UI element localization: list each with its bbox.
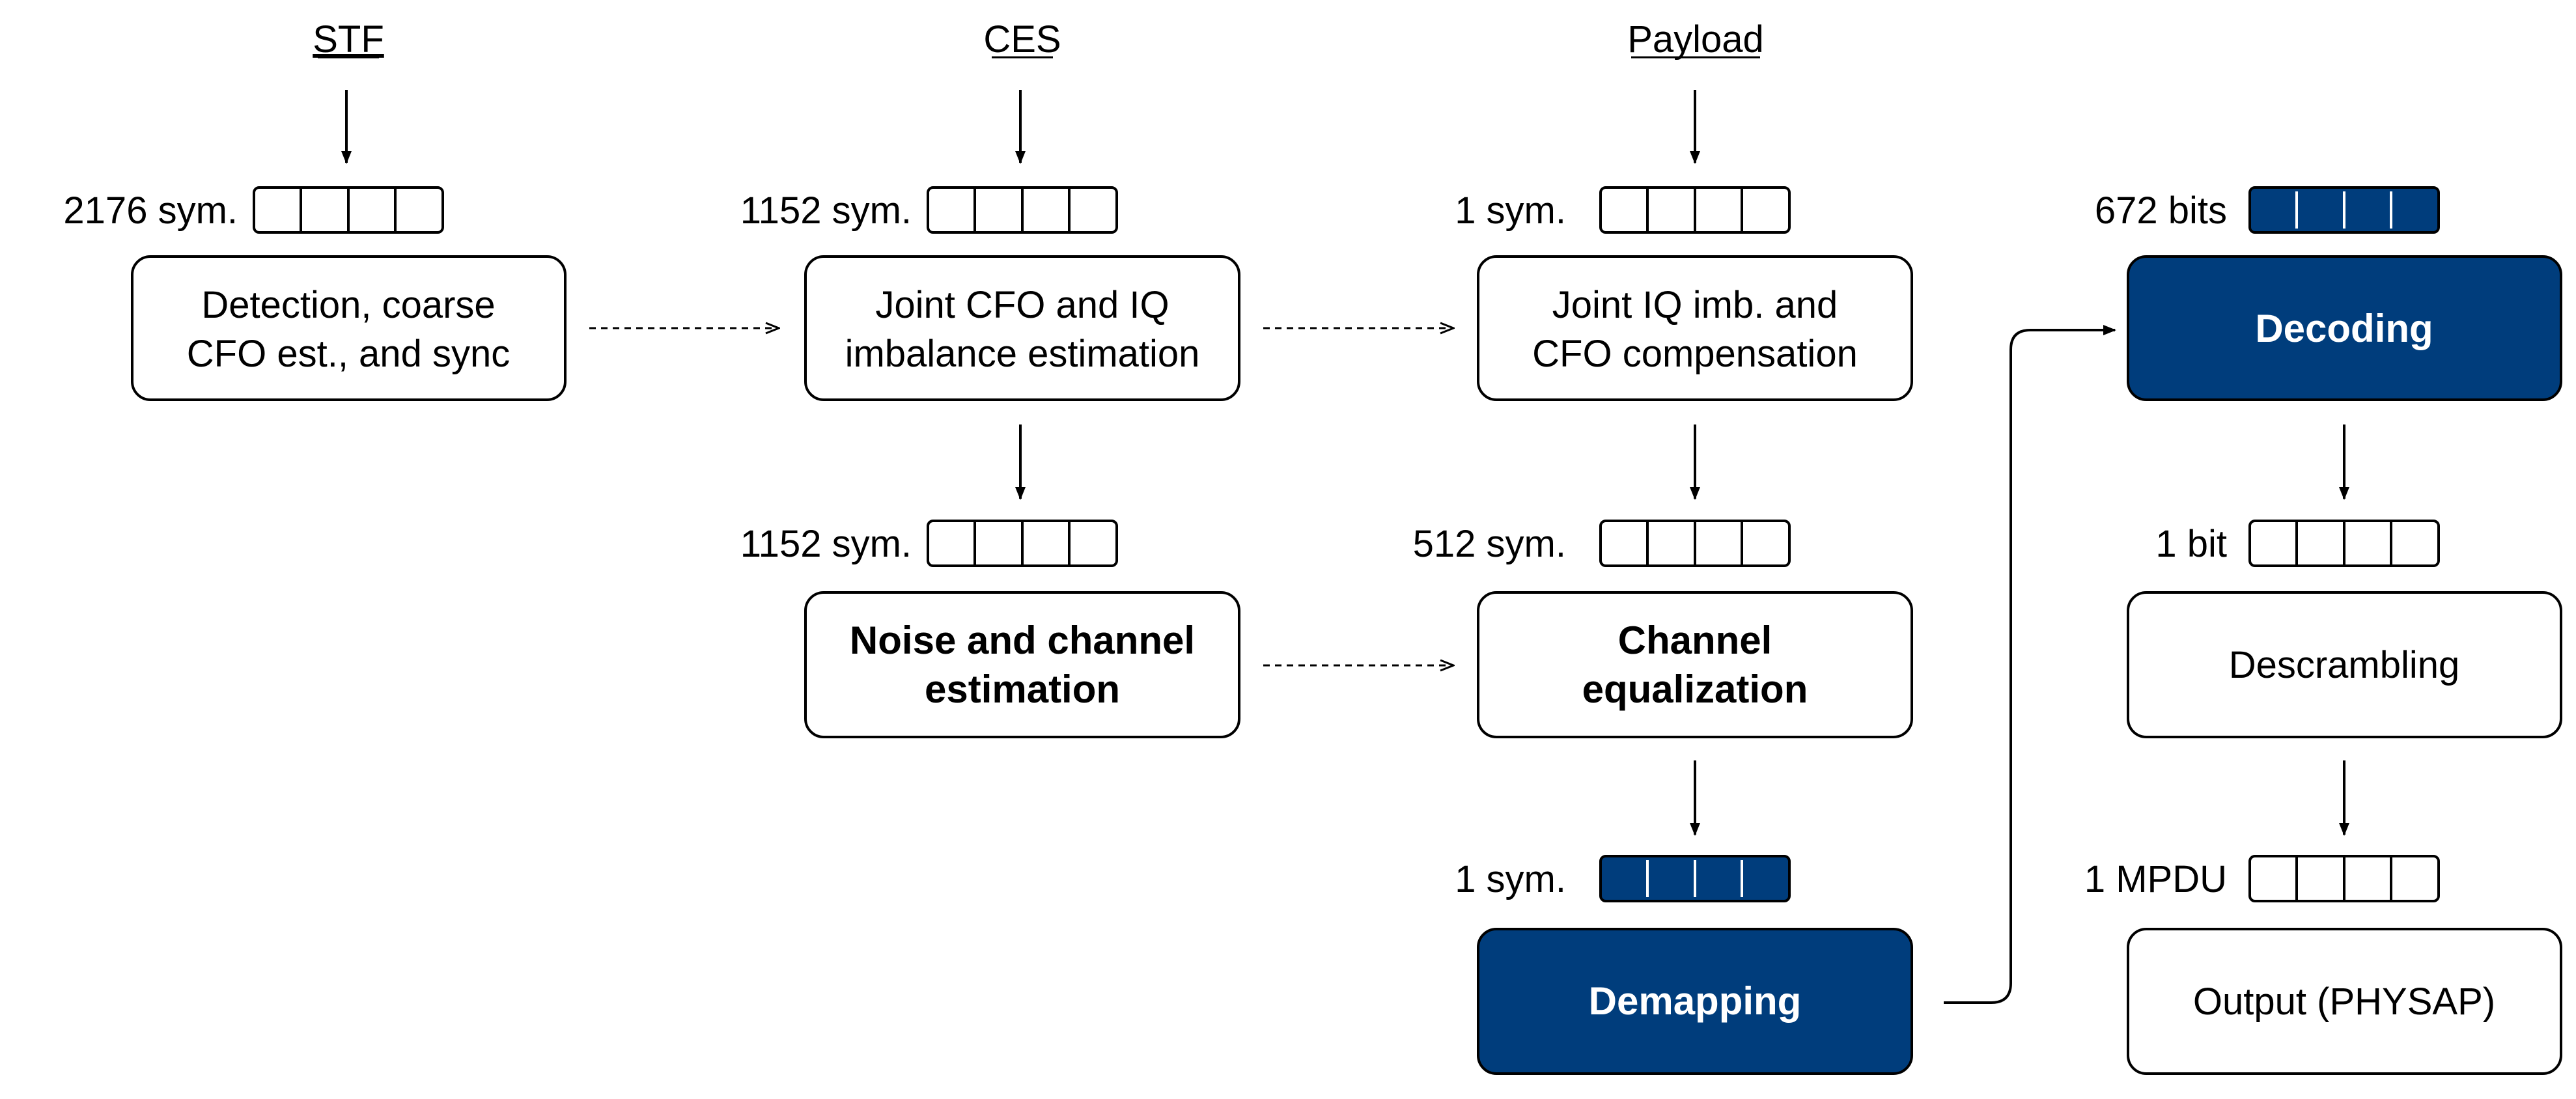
buffer-stf — [253, 186, 444, 234]
buffer-label-stf: 2176 sym. — [63, 189, 238, 232]
buffer-label-descrambling: 1 bit — [2155, 523, 2227, 565]
svg-text:Demapping: Demapping — [1589, 979, 1802, 1023]
svg-text:Joint IQ imb. and: Joint IQ imb. and — [1552, 284, 1838, 326]
buffer-label-decoding: 672 bits — [2095, 189, 2227, 232]
svg-text:Joint CFO and IQ: Joint CFO and IQ — [875, 284, 1169, 326]
buffer-label-payload: 1 sym. — [1455, 189, 1566, 232]
buffer-output — [2248, 855, 2440, 902]
block-output: Output (PHYSAP) — [2127, 928, 2562, 1075]
header-stf: STF — [313, 18, 384, 61]
buffer-label-demapping: 1 sym. — [1455, 858, 1566, 900]
block-joint-iq-cfo-compensation: Joint IQ imb. and CFO compensation — [1477, 255, 1913, 401]
block-joint-cfo-iq-estimation: Joint CFO and IQ imbalance estimation — [804, 255, 1240, 401]
svg-text:CFO compensation: CFO compensation — [1532, 333, 1858, 375]
buffer-label-ces: 1152 sym. — [740, 189, 912, 232]
svg-text:Output (PHYSAP): Output (PHYSAP) — [2193, 981, 2495, 1023]
svg-text:equalization: equalization — [1582, 667, 1808, 711]
buffer-label-output: 1 MPDU — [2084, 858, 2227, 900]
svg-text:CFO est., and sync: CFO est., and sync — [187, 333, 510, 375]
buffer-equalization — [1599, 520, 1791, 567]
buffer-decoding — [2248, 186, 2440, 234]
svg-text:Payload: Payload — [1627, 18, 1764, 61]
connector-demapping-to-decoding — [1944, 325, 2116, 1004]
svg-text:Noise and channel: Noise and channel — [850, 619, 1195, 662]
header-payload: Payload — [1627, 18, 1764, 61]
block-descrambling: Descrambling — [2127, 591, 2562, 738]
svg-text:CES: CES — [983, 18, 1061, 61]
buffer-descrambling — [2248, 520, 2440, 567]
block-noise-channel-estimation: Noise and channel estimation — [804, 591, 1240, 738]
svg-text:estimation: estimation — [925, 667, 1120, 711]
buffer-label-noise: 1152 sym. — [740, 523, 912, 565]
buffer-demapping — [1599, 855, 1791, 902]
svg-text:imbalance estimation: imbalance estimation — [845, 333, 1200, 375]
block-demapping: Demapping — [1477, 928, 1913, 1075]
svg-text:Descrambling: Descrambling — [2229, 644, 2460, 686]
buffer-noise — [927, 520, 1118, 567]
buffer-payload — [1599, 186, 1791, 234]
block-detection: Detection, coarse CFO est., and sync — [131, 255, 567, 401]
svg-text:Channel: Channel — [1618, 619, 1772, 662]
block-channel-equalization: Channel equalization — [1477, 591, 1913, 738]
header-ces: CES — [983, 18, 1061, 61]
svg-text:STF: STF — [313, 18, 384, 61]
buffer-label-equalization: 512 sym. — [1413, 523, 1566, 565]
svg-text:Detection, coarse: Detection, coarse — [201, 284, 495, 326]
svg-text:Decoding: Decoding — [2255, 307, 2433, 350]
block-decoding: Decoding — [2127, 255, 2562, 401]
buffer-ces — [927, 186, 1118, 234]
